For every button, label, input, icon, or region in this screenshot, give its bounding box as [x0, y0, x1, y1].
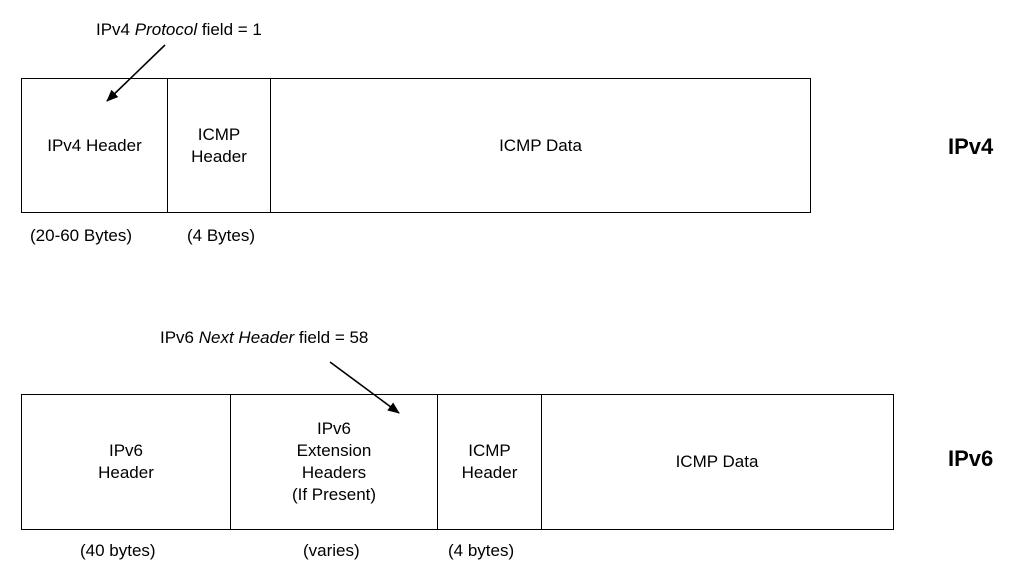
ipv6-icmp-header-label: ICMP Header: [461, 441, 518, 482]
ipv6-icmp-header-size: (4 bytes): [448, 541, 515, 560]
ipv6-header-label: IPv6 Header: [98, 441, 154, 482]
ipv6-header-size: (40 bytes): [80, 541, 156, 560]
ipv4-icmp-data-label: ICMP Data: [499, 135, 582, 155]
ipv6-icmp-data-label: ICMP Data: [675, 452, 759, 471]
ipv4-icmp-data-box: ICMP Data: [270, 78, 811, 213]
ipv6-next-header-annotation: IPv6 Next Header field = 58: [160, 328, 368, 348]
ipv6-arrow: [329, 361, 400, 414]
ipv4-annotation-suffix: field = 1: [197, 20, 262, 39]
ipv4-header-box: IPv4 Header: [21, 78, 168, 213]
ipv6-header-box: IPv6 Header: [21, 394, 231, 530]
ipv4-annotation-prefix: IPv4: [96, 20, 135, 39]
ipv6-icmp-data-box: ICMP Data: [540, 394, 894, 530]
ipv4-icmp-header-label: ICMP Header: [191, 124, 247, 166]
ipv4-icmp-header-size: (4 Bytes): [187, 226, 256, 245]
ipv6-annotation-prefix: IPv6: [160, 328, 199, 347]
ipv4-icmp-header-box: ICMP Header: [166, 78, 272, 213]
ipv6-annotation-emph: Next Header: [198, 328, 295, 347]
ipv6-extension-headers-size: (varies): [303, 541, 360, 560]
ipv6-side-label: IPv6: [948, 446, 994, 471]
ipv4-header-label: IPv4 Header: [47, 135, 142, 155]
ipv4-header-size: (20-60 Bytes): [30, 226, 133, 245]
ipv4-side-label: IPv4: [948, 134, 994, 159]
ipv4-annotation-emph: Protocol: [134, 20, 198, 39]
ipv4-arrow: [106, 44, 166, 102]
ipv6-annotation-suffix: field = 58: [294, 328, 369, 347]
ipv4-protocol-annotation: IPv4 Protocol field = 1: [96, 20, 262, 40]
ipv6-extension-headers-label: IPv6 Extension Headers (If Present): [291, 419, 377, 504]
ipv6-icmp-header-box: ICMP Header: [437, 394, 542, 530]
ipv6-extension-headers-box: IPv6 Extension Headers (If Present): [229, 394, 439, 530]
